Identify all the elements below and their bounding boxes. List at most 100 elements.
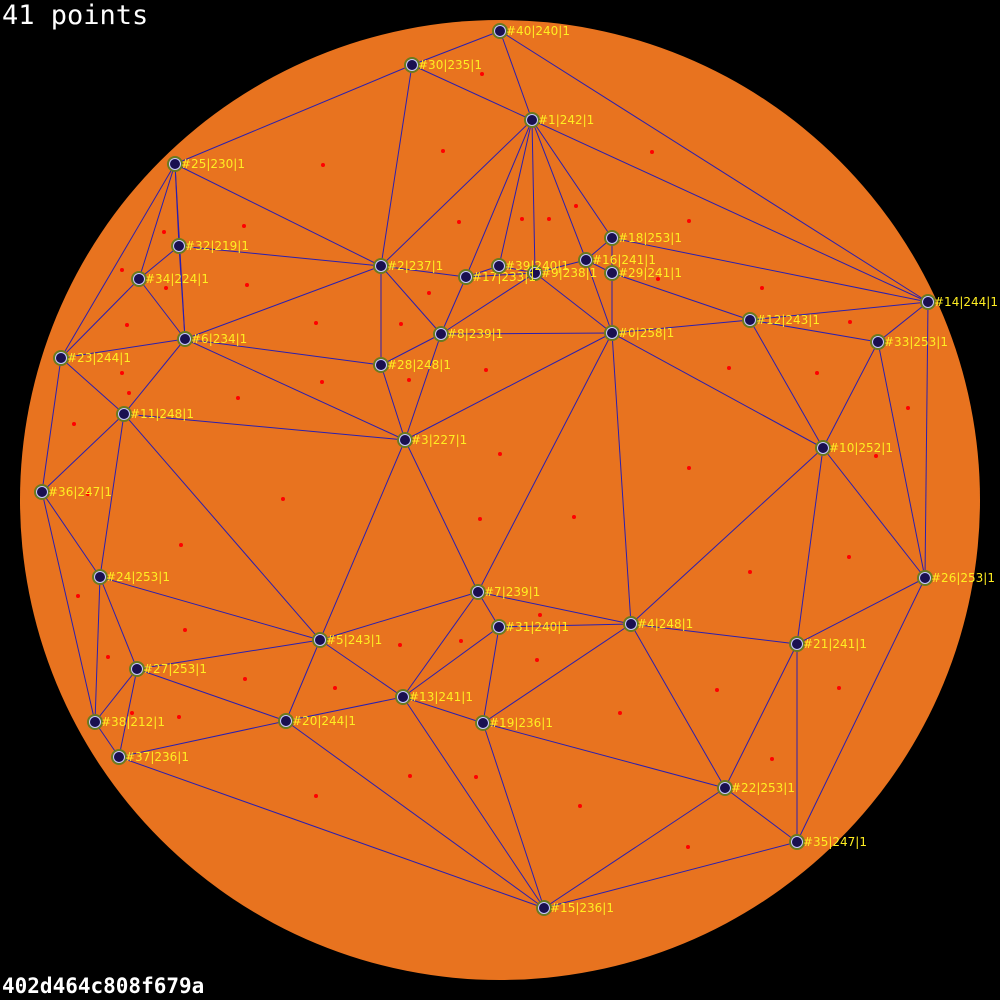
centroid-dot (314, 321, 318, 325)
node-label: #7|239|1 (484, 585, 540, 599)
node-36: #36|247|1 (34, 484, 112, 500)
node-11: #11|248|1 (116, 406, 194, 422)
edge (380, 265, 442, 335)
edge (60, 163, 176, 359)
node-24: #24|253|1 (92, 569, 170, 585)
edge (184, 265, 382, 340)
node-layer: #0|258|1#1|242|1#2|237|1#3|227|1#4|248|1… (34, 23, 998, 916)
node-8: #8|239|1 (433, 326, 503, 342)
edge (796, 577, 926, 843)
edge (543, 787, 726, 909)
centroid-dot (687, 219, 691, 223)
node-15: #15|236|1 (536, 900, 614, 916)
node-label: #2|237|1 (387, 259, 443, 273)
node-14: #14|244|1 (920, 294, 998, 310)
node-label: #22|253|1 (731, 781, 795, 795)
centroid-dot (478, 517, 482, 521)
edge (380, 64, 413, 267)
node-dot (606, 327, 618, 339)
edge (924, 301, 929, 579)
edge (99, 576, 138, 670)
edge (611, 272, 751, 321)
centroid-dot (687, 466, 691, 470)
edge (498, 623, 632, 628)
centroid-dot (243, 677, 247, 681)
node-dot (477, 717, 489, 729)
node-dot (460, 271, 472, 283)
edge (380, 364, 406, 441)
centroid-dot (106, 655, 110, 659)
centroid-dot (837, 686, 841, 690)
edge (41, 357, 62, 493)
node-33: #33|253|1 (870, 334, 948, 350)
centroid-dot (760, 286, 764, 290)
node-dot (375, 359, 387, 371)
node-10: #10|252|1 (815, 440, 893, 456)
edge (477, 332, 613, 593)
centroid-dot (120, 371, 124, 375)
node-label: #25|230|1 (181, 157, 245, 171)
edge (41, 491, 101, 578)
node-label: #13|241|1 (409, 690, 473, 704)
node-dot (406, 59, 418, 71)
centroid-dot (847, 555, 851, 559)
node-dot (113, 751, 125, 763)
edge (411, 30, 501, 66)
centroid-dot (574, 204, 578, 208)
node-label: #34|224|1 (145, 272, 209, 286)
node-dot (744, 314, 756, 326)
node-label: #0|258|1 (618, 326, 674, 340)
edge (174, 163, 382, 267)
centroid-dot (656, 277, 660, 281)
centroid-dot (520, 217, 524, 221)
edge (123, 338, 186, 415)
node-0: #0|258|1 (604, 325, 674, 341)
node-dot (494, 25, 506, 37)
edge (118, 668, 138, 758)
centroid-dot (572, 515, 576, 519)
edge (749, 319, 824, 449)
node-22: #22|253|1 (717, 780, 795, 796)
centroid-dot (748, 570, 752, 574)
edge (796, 447, 824, 645)
edge (749, 319, 879, 343)
node-label: #10|252|1 (829, 441, 893, 455)
node-label: #30|235|1 (418, 58, 482, 72)
node-38: #38|212|1 (87, 714, 165, 730)
centroid-dot (120, 268, 124, 272)
node-dot (280, 715, 292, 727)
edge (380, 265, 467, 278)
node-dot (169, 158, 181, 170)
node-13: #13|241|1 (395, 689, 473, 705)
node-29: #29|241|1 (604, 265, 682, 281)
edge (136, 639, 321, 670)
edge (534, 259, 587, 274)
node-label: #3|227|1 (411, 433, 467, 447)
centroid-dot (408, 774, 412, 778)
node-label: #29|241|1 (618, 266, 682, 280)
edge (585, 259, 613, 334)
node-20: #20|244|1 (278, 713, 356, 729)
edge (630, 623, 726, 789)
node-label: #19|236|1 (489, 716, 553, 730)
edge (499, 30, 929, 303)
node-27: #27|253|1 (129, 661, 207, 677)
edge (99, 413, 125, 578)
node-label: #16|241|1 (592, 253, 656, 267)
node-dot (526, 114, 538, 126)
node-3: #3|227|1 (397, 432, 467, 448)
node-12: #12|243|1 (742, 312, 820, 328)
centroid-dot (125, 323, 129, 327)
centroid-dot (398, 643, 402, 647)
node-label: #40|240|1 (506, 24, 570, 38)
edge (380, 333, 442, 366)
node-30: #30|235|1 (404, 57, 482, 73)
centroid-dot (321, 163, 325, 167)
centroid-dot (407, 378, 411, 382)
node-18: #18|253|1 (604, 230, 682, 246)
edge (724, 787, 798, 843)
centroid-dot (715, 688, 719, 692)
centroid-dot (457, 220, 461, 224)
edge (724, 643, 798, 789)
edge (465, 272, 536, 278)
